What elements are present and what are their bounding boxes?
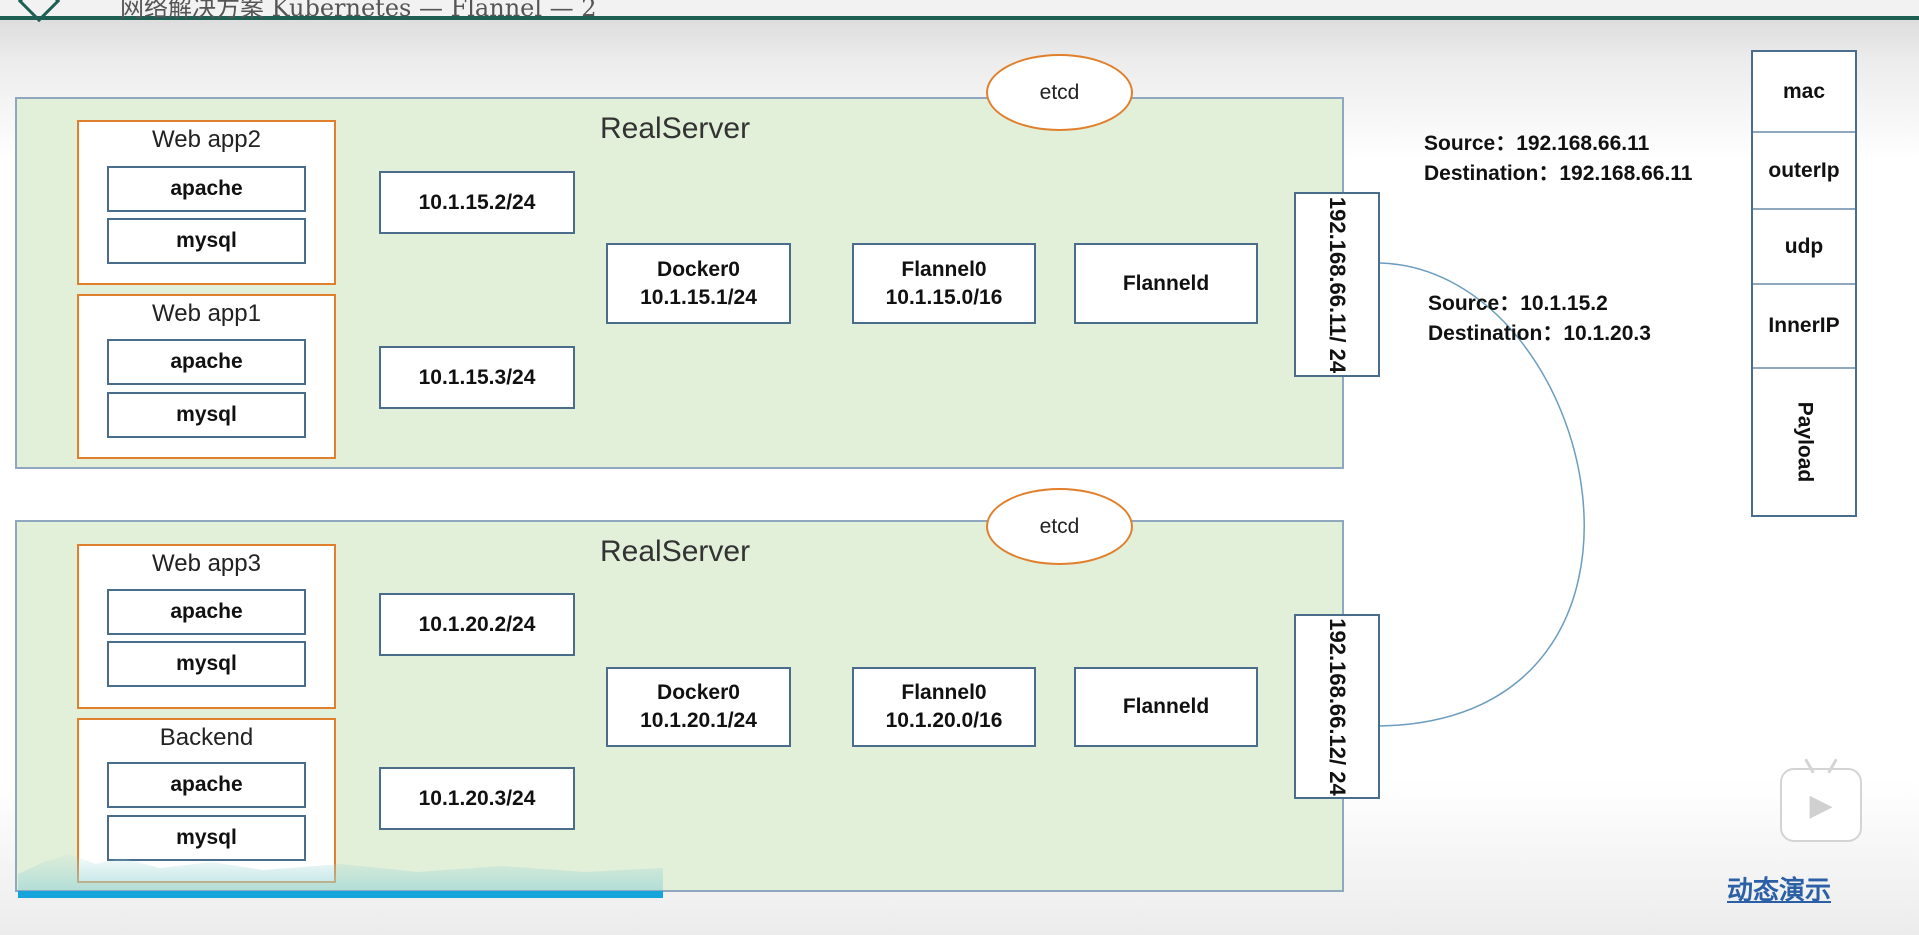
- flannel0-interface: Flannel0 10.1.15.0/16: [852, 243, 1036, 324]
- app-web-app2: Web app2 apache mysql: [77, 120, 336, 285]
- host-interface-1: 192.168.66.11/ 24: [1294, 192, 1380, 377]
- app-backend: Backend apache mysql: [77, 718, 336, 883]
- app-web-app3: Web app3 apache mysql: [77, 544, 336, 709]
- server-title: RealServer: [600, 112, 751, 145]
- host-ip-label: 192.168.66.11/ 24: [1325, 196, 1350, 373]
- docker0-name: Docker0: [657, 681, 740, 704]
- flannel0-ip: 10.1.20.0/16: [885, 709, 1003, 732]
- page-title: 网络解决方案 Kubernetes — Flannel — 2: [120, 0, 597, 22]
- etcd-node: etcd: [986, 54, 1133, 131]
- inner-header-info: Source：10.1.15.2 Destination：10.1.20.3: [1428, 289, 1651, 349]
- packet-field-label: outerIp: [1768, 158, 1840, 182]
- flanneld-daemon: Flanneld: [1074, 243, 1258, 324]
- flanneld-label: Flanneld: [1122, 271, 1210, 295]
- packet-structure: mac outerIp udp InnerIP Payload: [1751, 50, 1857, 517]
- server-title: RealServer: [600, 535, 751, 568]
- play-button[interactable]: ▶: [1780, 768, 1862, 842]
- mysql-service: mysql: [107, 392, 306, 438]
- mysql-service: mysql: [107, 815, 306, 861]
- apache-service: apache: [107, 762, 306, 808]
- inner-destination: Destination：10.1.20.3: [1428, 322, 1651, 345]
- title-bar: 网络解决方案 Kubernetes — Flannel — 2: [0, 0, 1919, 23]
- packet-field-udp: udp: [1753, 210, 1855, 285]
- mysql-service: mysql: [107, 641, 306, 687]
- flanneld-daemon: Flanneld: [1074, 667, 1258, 747]
- packet-field-innerip: InnerIP: [1753, 285, 1855, 369]
- app-title: Web app1: [152, 300, 261, 327]
- packet-field-mac: mac: [1753, 52, 1855, 133]
- container-ip-label: 10.1.20.3/24: [418, 786, 536, 810]
- mysql-service: mysql: [107, 218, 306, 264]
- container-ip-box: 10.1.15.3/24: [379, 346, 575, 409]
- flannel0-ip: 10.1.15.0/16: [885, 285, 1003, 309]
- demo-link[interactable]: 动态演示: [1727, 875, 1832, 905]
- container-ip-label: 10.1.15.2/24: [418, 190, 536, 214]
- docker0-ip: 10.1.15.1/24: [640, 285, 757, 309]
- etcd-label: etcd: [1039, 514, 1080, 538]
- docker0-ip: 10.1.20.1/24: [640, 709, 757, 732]
- packet-field-label: InnerIP: [1768, 314, 1840, 337]
- app-web-app1: Web app1 apache mysql: [77, 294, 336, 459]
- container-ip-label: 10.1.15.3/24: [418, 365, 536, 389]
- docker0-bridge: Docker0 10.1.20.1/24: [606, 667, 791, 747]
- app-title: Web app3: [152, 550, 261, 577]
- apache-service: apache: [107, 166, 306, 212]
- docker0-name: Docker0: [657, 257, 740, 281]
- container-ip-box: 10.1.20.3/24: [379, 767, 575, 830]
- flannel0-interface: Flannel0 10.1.20.0/16: [852, 667, 1036, 747]
- packet-field-label: Payload: [1792, 401, 1816, 483]
- outer-source: Source：192.168.66.11: [1424, 132, 1650, 155]
- flanneld-label: Flanneld: [1122, 695, 1210, 718]
- outer-destination: Destination：192.168.66.11: [1424, 162, 1693, 185]
- packet-field-label: mac: [1782, 79, 1826, 103]
- app-title: Web app2: [152, 126, 261, 153]
- container-ip-box: 10.1.20.2/24: [379, 593, 575, 656]
- packet-field-label: udp: [1784, 234, 1824, 258]
- progress-bar[interactable]: [18, 891, 663, 898]
- apache-service: apache: [107, 339, 306, 385]
- outer-header-info: Source：192.168.66.11 Destination：192.168…: [1424, 129, 1692, 189]
- host-ip-label: 192.168.66.12/ 24: [1325, 617, 1350, 796]
- app-title: Backend: [159, 724, 254, 751]
- container-ip-box: 10.1.15.2/24: [379, 171, 575, 234]
- host-interface-2: 192.168.66.12/ 24: [1294, 614, 1380, 799]
- play-icon: ▶: [1809, 788, 1833, 822]
- inner-source: Source：10.1.15.2: [1428, 292, 1608, 315]
- etcd-label: etcd: [1039, 80, 1080, 104]
- apache-service: apache: [107, 589, 306, 635]
- container-ip-label: 10.1.20.2/24: [418, 612, 536, 636]
- docker0-bridge: Docker0 10.1.15.1/24: [606, 243, 791, 324]
- packet-field-payload: Payload: [1753, 369, 1855, 515]
- etcd-node: etcd: [986, 488, 1133, 565]
- flannel0-name: Flannel0: [901, 257, 987, 281]
- logo-icon: [17, 0, 61, 23]
- flannel0-name: Flannel0: [901, 681, 987, 704]
- packet-field-outerip: outerIp: [1753, 133, 1855, 210]
